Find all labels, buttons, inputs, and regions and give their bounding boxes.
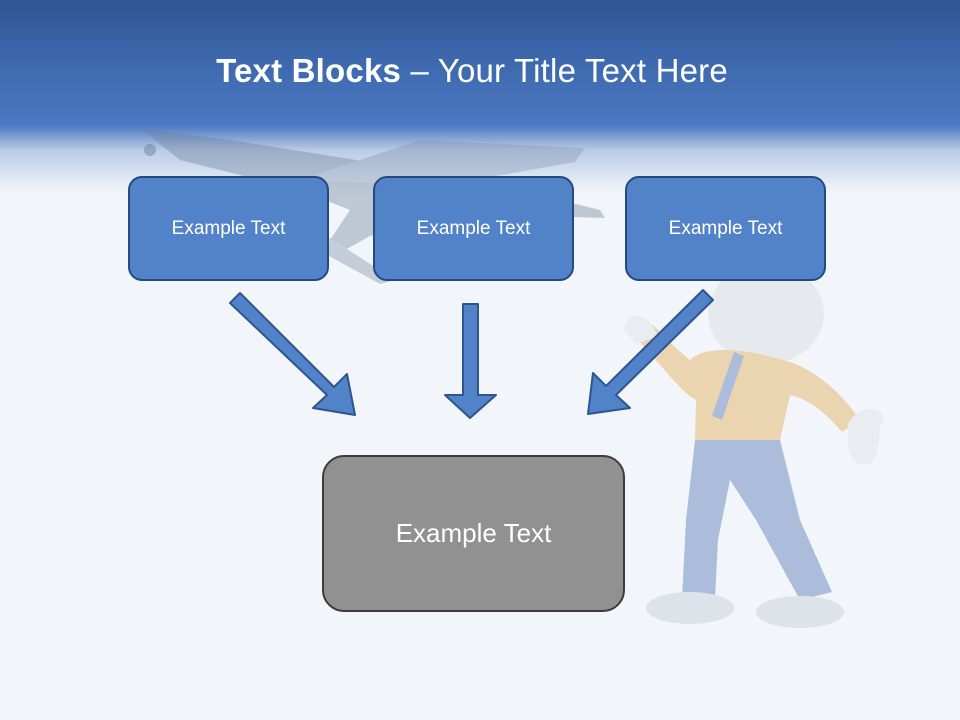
title-bold: Text Blocks	[216, 52, 402, 89]
source-box-1-label: Example Text	[171, 217, 286, 239]
target-box-label: Example Text	[395, 518, 552, 548]
source-box-3[interactable]: Example Text	[625, 176, 826, 281]
source-box-1[interactable]: Example Text	[128, 176, 329, 281]
stick-figure-icon	[624, 264, 884, 628]
source-box-2[interactable]: Example Text	[373, 176, 574, 281]
title-rest: Your Title Text Here	[437, 52, 728, 89]
slide-title: Text Blocks – Your Title Text Here	[0, 52, 944, 90]
arrow-left	[229, 292, 356, 416]
source-box-2-label: Example Text	[416, 217, 531, 239]
arrow-right	[587, 289, 714, 415]
title-dash: –	[401, 52, 438, 89]
title-banner	[0, 0, 960, 200]
arrow-center	[444, 303, 497, 419]
target-box[interactable]: Example Text	[322, 455, 625, 612]
source-box-3-label: Example Text	[668, 217, 783, 239]
